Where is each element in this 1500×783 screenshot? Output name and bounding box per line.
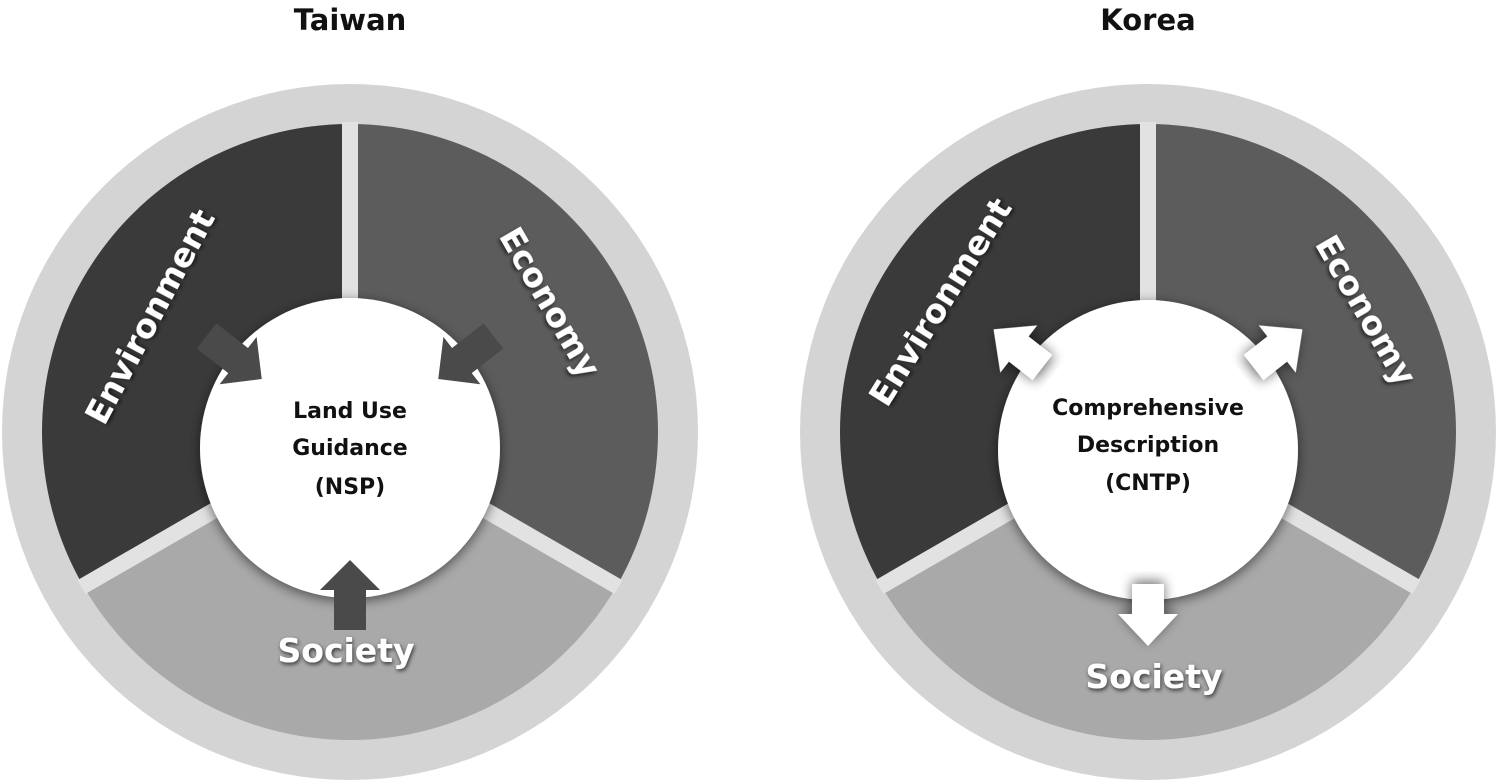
korea-center-line-3: (CNTP) (1105, 471, 1191, 496)
korea-arrow-to-society (1118, 584, 1178, 646)
taiwan-center-circle (200, 298, 500, 598)
taiwan-arrow-from-economy (438, 323, 504, 385)
korea-label-society: Society (1086, 657, 1223, 696)
korea-diagram: Korea Environment Economy Society Compre… (800, 3, 1496, 780)
taiwan-diagram: Taiwan Environment Economy Society Land … (2, 3, 698, 780)
korea-arrow-to-environment (993, 325, 1053, 381)
taiwan-arrow-from-society (320, 560, 380, 630)
korea-center-line-1: Comprehensive (1052, 396, 1244, 421)
taiwan-title: Taiwan (294, 3, 407, 37)
korea-center-line-2: Description (1077, 433, 1219, 458)
korea-center-circle (998, 300, 1298, 600)
korea-arrow-to-economy (1243, 325, 1303, 381)
taiwan-label-society: Society (278, 631, 415, 670)
taiwan-arrow-from-environment (196, 323, 262, 385)
taiwan-center-line-3: (NSP) (315, 475, 386, 500)
taiwan-center-line-2: Guidance (292, 436, 407, 461)
korea-title: Korea (1100, 3, 1195, 37)
taiwan-center-line-1: Land Use (293, 399, 407, 424)
